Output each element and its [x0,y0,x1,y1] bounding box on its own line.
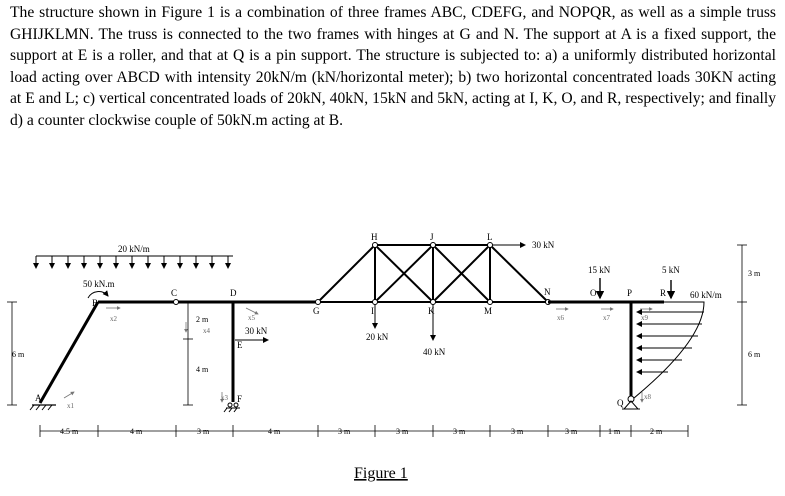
dim-h-8: 3 m [511,427,524,436]
vertical-dimension-right [737,244,747,406]
frame-cdefg [173,299,318,402]
load-label-l: 30 kN [532,240,555,250]
dim-h-6: 3 m [396,427,409,436]
figure-caption: Figure 1 [354,465,408,482]
node-label-q: Q [617,398,624,408]
node-label-m: M [484,306,492,316]
axis-label-x5: x5 [248,314,256,322]
triangular-load-label: 60 kN/m [690,290,722,300]
dim-h-9: 3 m [565,427,578,436]
node-label-o: O [590,288,597,298]
node-label-k: K [428,306,435,316]
triangular-load-right [633,301,705,399]
axis-label-x4: x4 [203,327,211,335]
dim-h-1: 4.5 m [60,427,79,436]
node-label-h: H [371,232,378,242]
node-label-e: E [237,340,243,350]
dim-h-10: 1 m [608,427,621,436]
node-label-f: F [237,394,242,404]
horizontal-dimension-labels: 4.5 m 4 m 3 m 4 m 3 m 3 m 3 m 3 m 3 m 1 … [60,427,663,436]
roller-support-f [223,402,240,413]
axis-label-x2: x2 [110,315,118,323]
node-label-g: G [313,306,320,316]
axis-label-x6: x6 [557,314,565,322]
load-label-e: 30 kN [245,326,268,336]
node-label-p: P [627,288,632,298]
dim-h-5: 3 m [338,427,351,436]
load-label-i: 20 kN [366,332,389,342]
axis-label-x7: x7 [603,314,611,322]
frame-abc [38,300,176,404]
couple-label: 50 kN.m [83,279,115,289]
node-label-j: J [430,232,434,242]
dim-right-top: 3 m [748,269,761,278]
dim-ef: 4 m [196,365,209,374]
dim-h-2: 4 m [130,427,143,436]
axis-label-x1: x1 [67,402,75,410]
load-label-o: 15 kN [588,265,611,275]
dim-h-3: 3 m [197,427,210,436]
node-label-r: R [660,288,666,298]
load-label-r: 5 kN [662,265,680,275]
udl-label: 20 kN/m [118,244,150,254]
dim-h-4: 4 m [268,427,281,436]
node-label-b: B [92,298,98,308]
node-label-n: N [544,287,551,297]
couple-at-b [87,290,109,299]
local-axis-arrows [63,306,653,403]
dim-right-height: 6 m [748,350,761,359]
axis-label-x9: x9 [641,314,649,322]
uniform-load [33,255,233,269]
vertical-dimension-left [7,301,17,406]
dim-h-7: 3 m [453,427,466,436]
node-label-a: A [35,393,42,403]
axis-label-x3: x3 [221,394,229,402]
pin-support-q [622,395,640,410]
load-label-k: 40 kN [423,347,446,357]
horizontal-dimension-line [39,425,689,437]
dim-left-height: 6 m [12,350,25,359]
fixed-support-a [29,404,56,411]
problem-statement: The structure shown in Figure 1 is a com… [10,4,776,129]
node-label-d: D [230,288,237,298]
axis-label-x8: x8 [644,393,652,401]
truss-ghijklmn [317,244,549,303]
node-label-l: L [487,232,493,242]
dim-cd: 2 m [196,315,209,324]
dim-h-11: 2 m [650,427,663,436]
node-label-i: I [371,306,374,316]
node-label-c: C [171,288,177,298]
vertical-dimension-cd [183,301,193,406]
